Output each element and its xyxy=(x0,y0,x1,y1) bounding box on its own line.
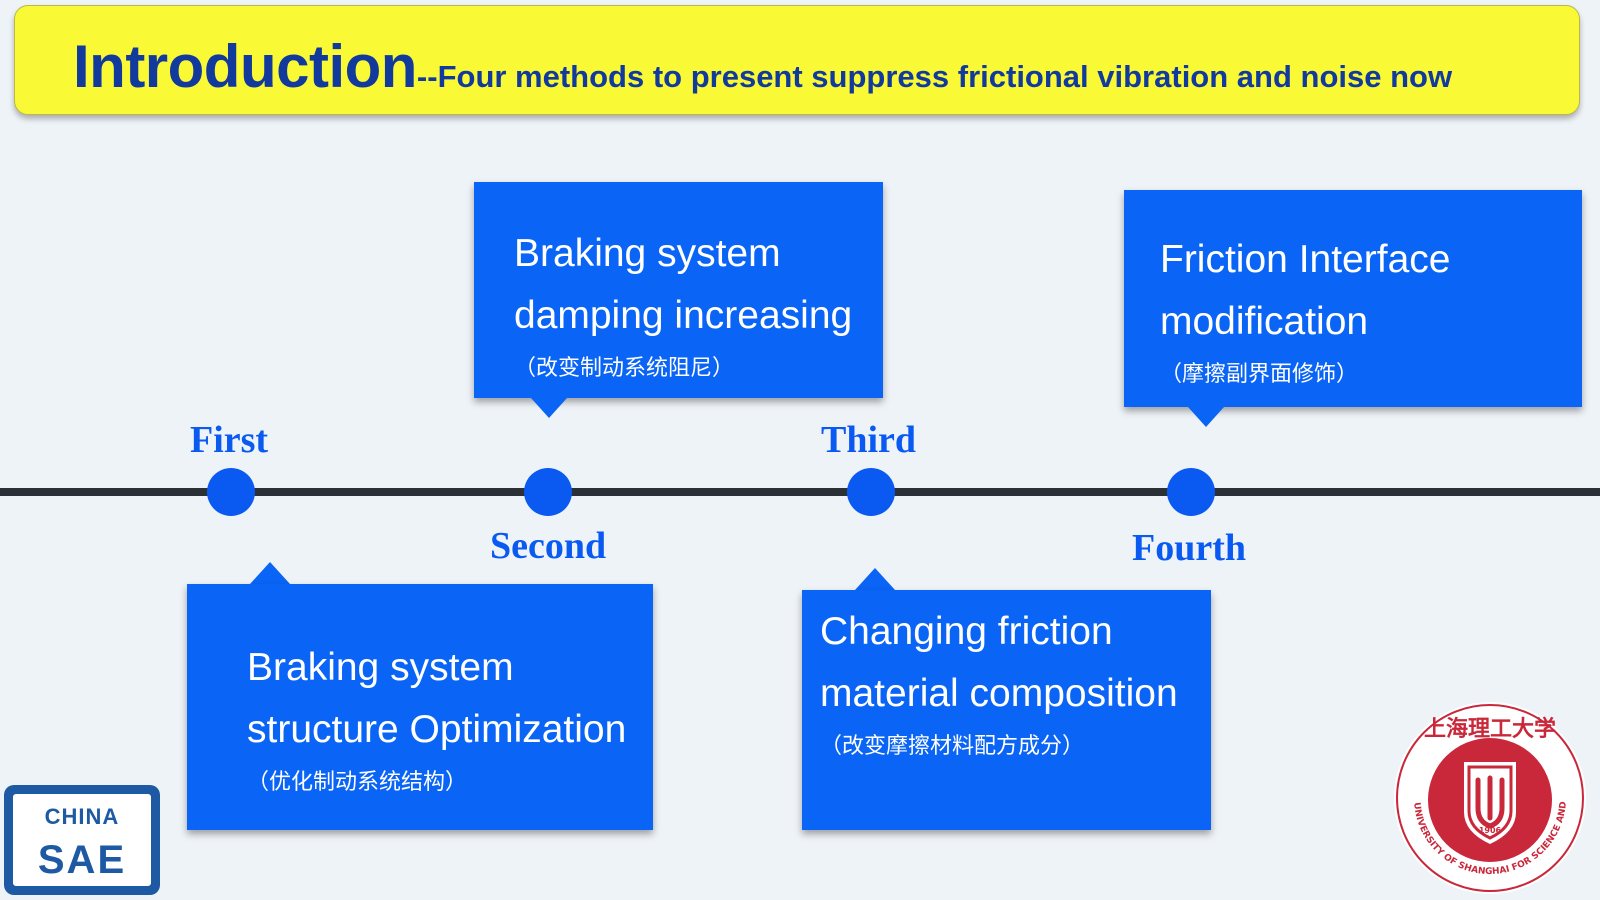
callout-first-cn: （优化制动系统结构） xyxy=(247,770,468,795)
step-label-second: Second xyxy=(490,525,607,567)
usst-logo: 上海理工大学 UNIVERSITY OF SHANGHAI FOR SCIENC… xyxy=(1392,700,1586,894)
timeline-node-second xyxy=(524,468,572,516)
callout-second-line-1: Braking system xyxy=(514,232,781,275)
callout-first-line-2: structure Optimization xyxy=(247,708,627,751)
usst-logo-ring xyxy=(1396,704,1584,892)
callout-fourth-pointer xyxy=(1188,407,1224,427)
callout-fourth-line-1: Friction Interface xyxy=(1160,238,1451,281)
callout-second: Braking system damping increasing （改变制动系… xyxy=(474,182,883,398)
callout-first-pointer xyxy=(250,562,290,584)
china-sae-logo-top: CHINA xyxy=(44,804,120,829)
callout-fourth: Friction Interface modification （摩擦副界面修饰… xyxy=(1124,190,1582,407)
page-subtitle: --Four methods to present suppress frict… xyxy=(416,59,1453,94)
china-sae-logo: CHINA SAE xyxy=(4,785,160,895)
callout-fourth-line-2: modification xyxy=(1160,300,1369,343)
timeline-node-fourth xyxy=(1167,468,1215,516)
title-banner: Introduction--Four methods to present su… xyxy=(14,5,1580,115)
callout-first: Braking system structure Optimization （优… xyxy=(187,584,653,830)
callout-fourth-cn: （摩擦副界面修饰） xyxy=(1160,362,1359,387)
callout-third-line-2: material composition xyxy=(820,672,1178,715)
callout-third-cn: （改变摩擦材料配方成分） xyxy=(820,734,1085,759)
callout-second-pointer xyxy=(531,398,567,418)
callout-second-cn: （改变制动系统阻尼） xyxy=(514,356,735,381)
usst-logo-monogram xyxy=(1475,775,1505,829)
step-label-fourth: Fourth xyxy=(1132,527,1246,569)
callout-third: Changing friction material composition （… xyxy=(802,590,1211,830)
callout-first-line-1: Braking system xyxy=(247,646,514,689)
timeline-node-first xyxy=(207,468,255,516)
page-title: Introduction xyxy=(73,33,417,100)
step-label-first: First xyxy=(190,419,269,461)
usst-logo-shield-inner xyxy=(1467,765,1513,840)
usst-logo-year: 1906 xyxy=(1479,826,1502,835)
callout-third-pointer xyxy=(855,568,895,590)
china-sae-logo-inner: CHINA SAE xyxy=(10,791,154,889)
timeline-node-third xyxy=(847,468,895,516)
usst-logo-chinese-name: 上海理工大学 xyxy=(1424,716,1556,742)
callout-third-line-1: Changing friction xyxy=(820,610,1113,653)
callout-second-line-2: damping increasing xyxy=(514,294,853,337)
title-text: Introduction--Four methods to present su… xyxy=(73,32,1452,101)
timeline-line xyxy=(0,488,1600,496)
china-sae-logo-bottom: SAE xyxy=(37,838,127,882)
step-label-third: Third xyxy=(821,419,917,461)
